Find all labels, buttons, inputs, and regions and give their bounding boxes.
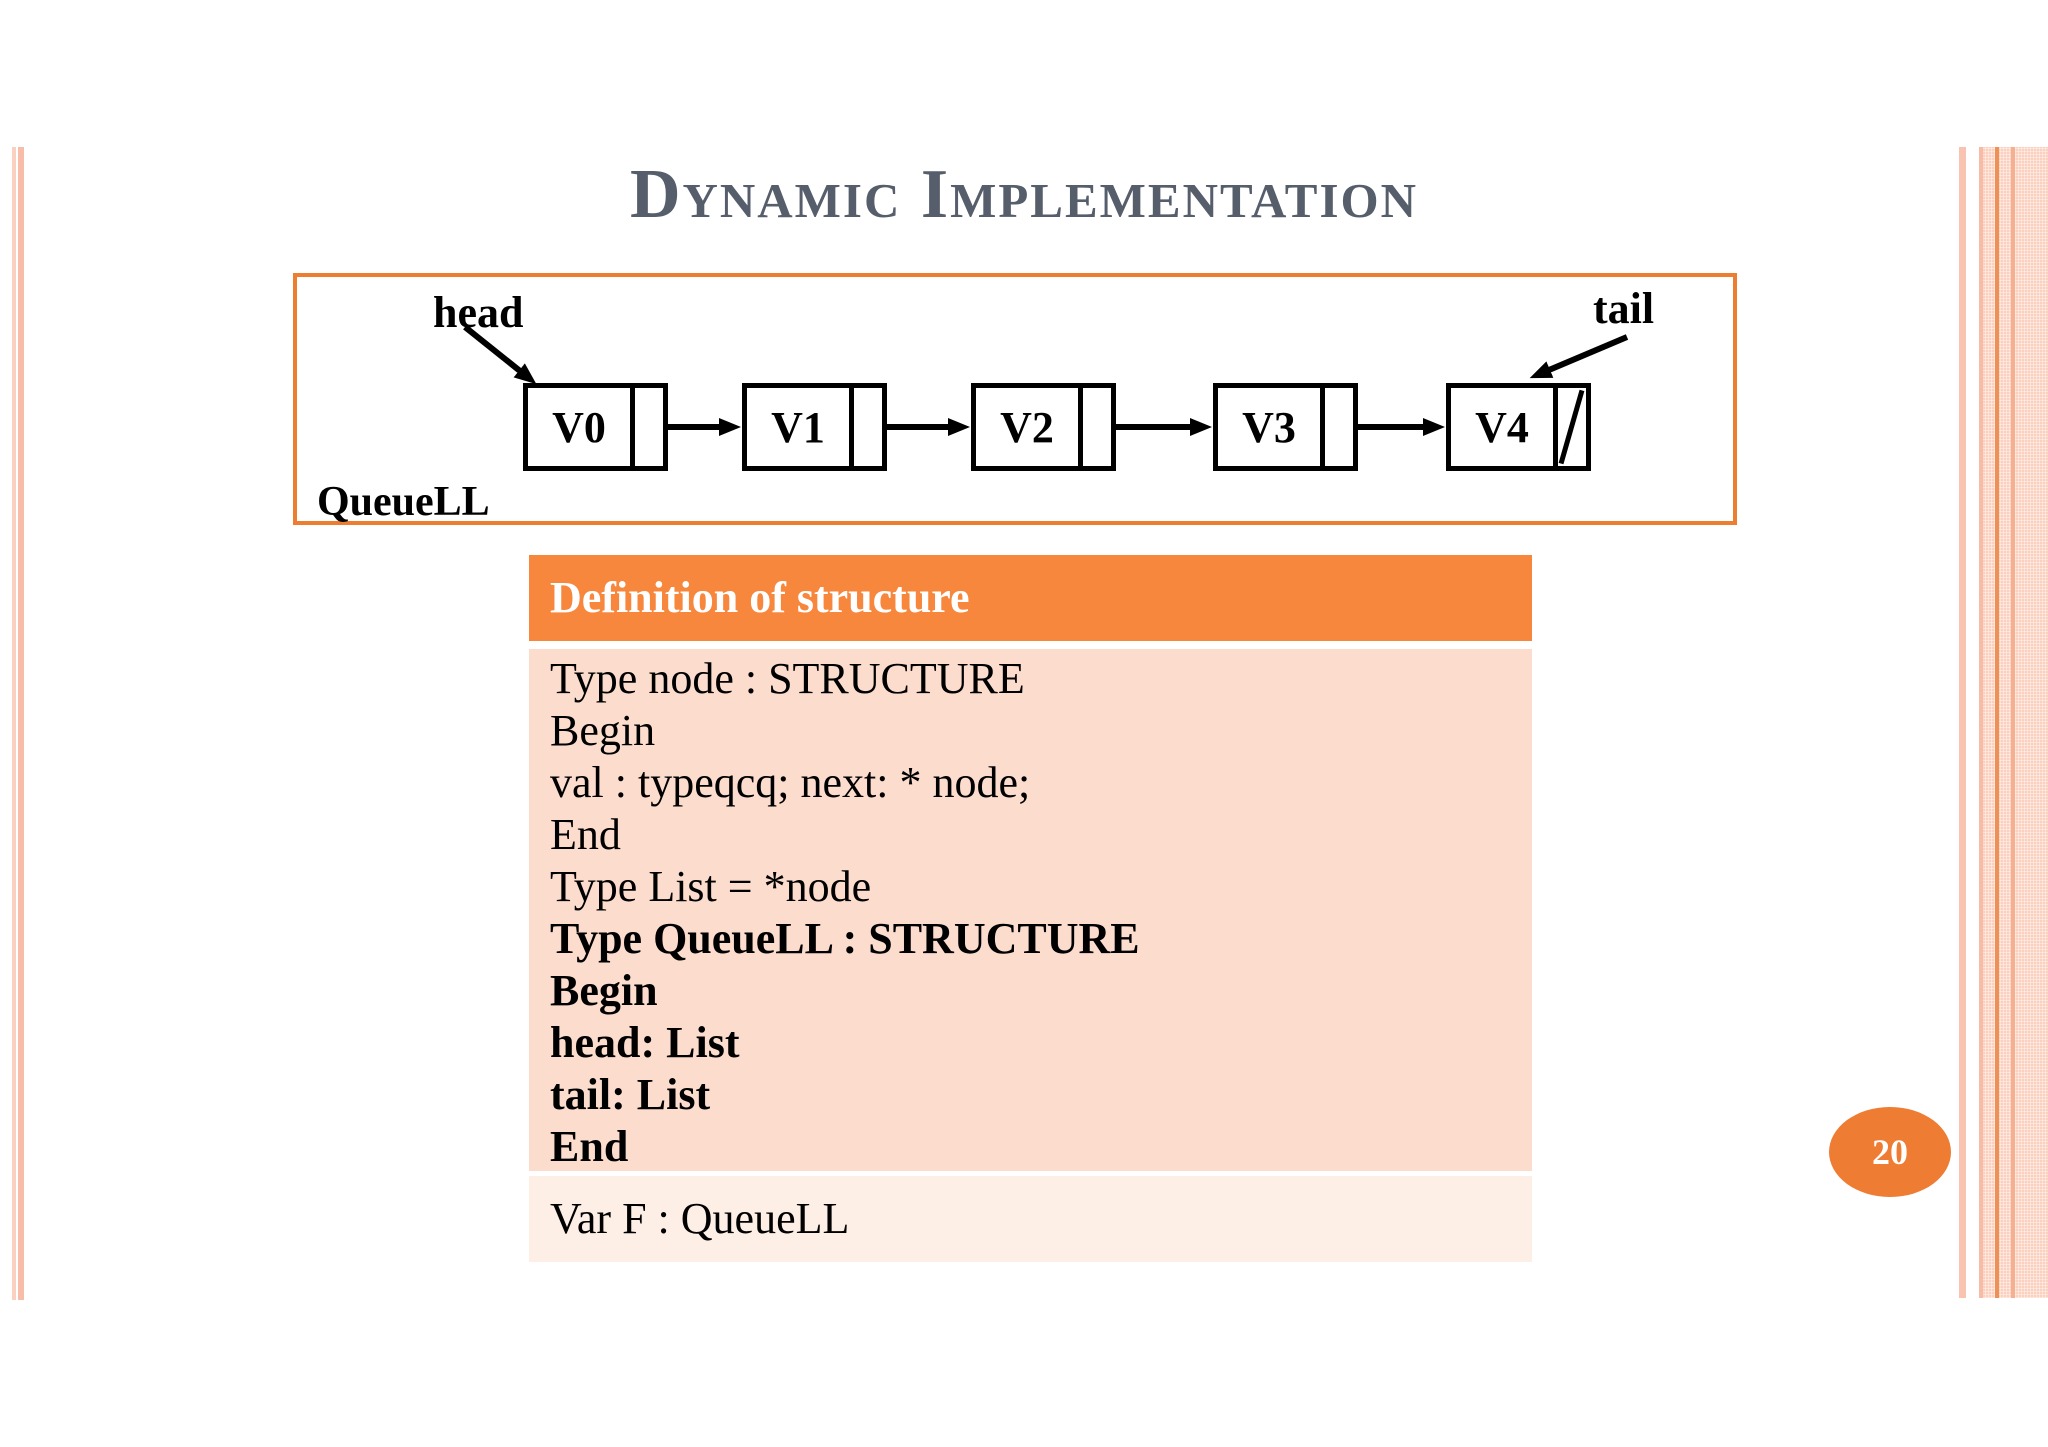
- list-node-v0: V0: [523, 383, 668, 471]
- left-edge-stripe: [18, 147, 24, 1300]
- node-next-pointer: [1553, 388, 1586, 466]
- definition-var-row: Var F : QueueLL: [529, 1176, 1532, 1262]
- list-node-v3: V3: [1213, 383, 1358, 471]
- list-node-v2: V2: [971, 383, 1116, 471]
- head-pointer-label: head: [433, 288, 524, 337]
- node-value: V2: [1000, 402, 1054, 452]
- null-pointer-slash: [1558, 389, 1585, 465]
- node-next-pointer: [1078, 388, 1111, 466]
- right-stripe-edge-line: [1979, 147, 1983, 1298]
- list-node-v1: V1: [742, 383, 887, 471]
- code-line: End: [550, 1122, 629, 1171]
- queuell-label: QueueLL: [317, 479, 490, 525]
- definition-table: Definition of structure Type node : STRU…: [529, 555, 1532, 1262]
- page-number-badge: 20: [1829, 1107, 1951, 1197]
- code-line: head: List: [550, 1018, 740, 1067]
- left-edge-stripe: [12, 147, 16, 1300]
- node-value: V1: [771, 402, 825, 452]
- definition-table-header: Definition of structure: [529, 555, 1532, 641]
- code-line: Begin: [550, 706, 656, 755]
- node-next-pointer: [1320, 388, 1353, 466]
- code-line: Type node : STRUCTURE: [550, 654, 1025, 703]
- node-value: V0: [552, 402, 606, 452]
- code-line: val : typeqcq; next: * node;: [550, 758, 1031, 807]
- right-stripe-band: [2011, 147, 2015, 1298]
- page-title: Dynamic Implementation: [629, 156, 1419, 233]
- queue-diagram: head tail QueueLL V0 V1 V2 V3 V4: [293, 273, 1737, 525]
- node-value: V4: [1475, 402, 1529, 452]
- right-edge-stripe: [1959, 147, 1966, 1298]
- right-stripe-accent-line: [1995, 147, 1999, 1298]
- node-next-pointer: [630, 388, 663, 466]
- node-next-pointer: [849, 388, 882, 466]
- code-line: Type QueueLL : STRUCTURE: [550, 914, 1140, 963]
- tail-pointer-label: tail: [1593, 284, 1655, 333]
- code-line: Type List = *node: [550, 862, 872, 911]
- node-value: V3: [1242, 402, 1296, 452]
- list-node-v4: V4: [1446, 383, 1591, 471]
- code-line: tail: List: [550, 1070, 711, 1119]
- code-line: Begin: [550, 966, 658, 1015]
- right-edge-stripe-wide: [1979, 147, 2048, 1298]
- tail-arrow: [1529, 334, 1629, 379]
- code-line: End: [550, 810, 621, 859]
